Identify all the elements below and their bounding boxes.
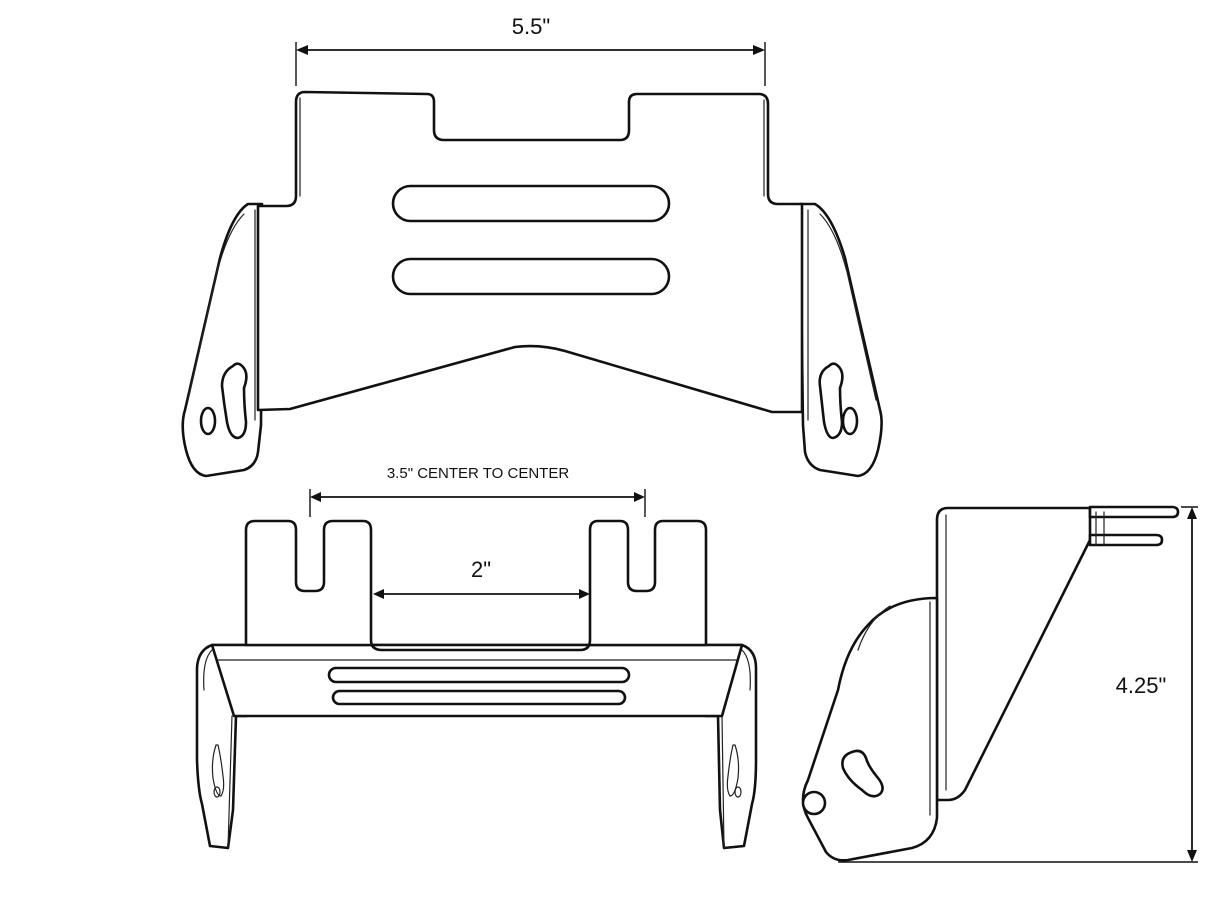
bracket-rear-view	[195, 519, 758, 850]
width-label: 5.5"	[512, 14, 550, 39]
height-dimension: 4.25"	[838, 506, 1198, 863]
left-round-hole	[199, 406, 217, 436]
center-to-center-label: 3.5" CENTER TO CENTER	[387, 465, 569, 482]
lower-slot	[391, 257, 671, 296]
width-dimension: 5.5"	[295, 14, 766, 86]
side-rear-plate	[935, 506, 1092, 802]
main-plate	[256, 90, 804, 414]
side-round-hole	[801, 790, 827, 816]
upper-long-slot	[327, 666, 631, 684]
side-flange-edges	[1095, 511, 1105, 546]
left-keyhole-slot	[220, 362, 248, 440]
right-leg-hole	[734, 786, 742, 798]
lower-long-slot	[331, 689, 627, 706]
inner-arrow-right	[579, 589, 590, 599]
width-arrow-right	[753, 45, 765, 55]
left-leg-bend-line	[203, 649, 233, 849]
side-lower-flange	[1088, 533, 1164, 547]
right-leg-keyhole	[726, 744, 740, 797]
plate-edge-highlight	[299, 97, 765, 197]
left-tab-bend-line	[187, 209, 256, 421]
center-arrow-right	[634, 492, 645, 502]
right-mounting-tab	[798, 202, 883, 478]
side-keyhole-slot	[841, 749, 884, 798]
width-arrow-left	[296, 45, 308, 55]
inner-width-label: 2"	[471, 557, 491, 582]
center-arrow-left	[310, 492, 321, 502]
right-keyhole-slot	[818, 362, 844, 440]
right-round-hole	[841, 406, 859, 436]
height-arrow-bottom	[1187, 850, 1197, 862]
height-label: 4.25"	[1116, 673, 1167, 698]
height-arrow-top	[1187, 507, 1197, 519]
bracket-front-view	[181, 90, 883, 478]
side-front-plate-bend	[857, 601, 931, 816]
bracket-side-view	[801, 505, 1180, 862]
side-top-flange	[1088, 505, 1180, 519]
left-mounting-tab	[181, 202, 264, 478]
left-leg-keyhole	[211, 744, 225, 797]
upper-slot	[391, 184, 671, 223]
inner-arrow-left	[373, 589, 384, 599]
right-tab-bend-line	[807, 209, 877, 421]
left-leg-hole	[213, 786, 221, 798]
center-to-center-dimension: 3.5" CENTER TO CENTER	[309, 465, 646, 517]
right-leg-bend-line	[721, 649, 751, 849]
upright-plate	[244, 519, 708, 652]
side-front-plate	[801, 596, 939, 862]
inner-width-dimension: 2"	[373, 557, 590, 599]
